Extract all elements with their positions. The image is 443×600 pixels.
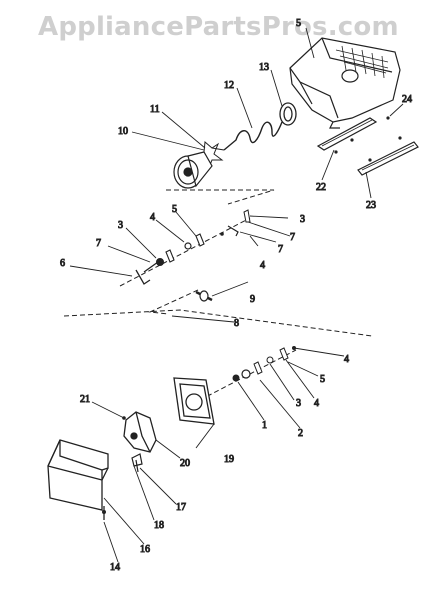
label-17: 17 [176, 502, 186, 513]
bracket-17-18 [131, 453, 143, 473]
label-3-upper-right: 3 [300, 214, 305, 225]
label-14: 14 [110, 562, 120, 573]
label-20: 20 [180, 458, 190, 469]
label-18: 18 [154, 520, 164, 531]
lower-shaft-assembly [199, 346, 297, 401]
leader-lines [69, 27, 404, 563]
label-9: 9 [250, 294, 255, 305]
label-3-upper-left: 3 [118, 220, 123, 231]
label-21: 21 [80, 394, 90, 405]
spring-12 [223, 121, 283, 151]
cover-16 [47, 439, 109, 511]
label-16: 16 [140, 544, 150, 555]
label-4-upper-right: 4 [260, 260, 265, 271]
ring-13 [279, 102, 297, 126]
ice-bin [289, 37, 401, 129]
assembly-leader-lines [63, 189, 373, 337]
label-13: 13 [259, 62, 269, 73]
upper-shaft-assembly [119, 209, 251, 287]
label-4-lower-right: 4 [344, 354, 349, 365]
screws-24 [334, 116, 402, 162]
watermark: AppliancePartsPros.com [38, 12, 399, 42]
label-11: 11 [150, 104, 160, 115]
label-4-upper-left: 4 [150, 212, 155, 223]
label-12: 12 [224, 80, 234, 91]
label-7-upper-left: 7 [96, 238, 101, 249]
label-24: 24 [402, 94, 412, 105]
motor-10 [173, 151, 213, 189]
label-6-upper-right: 7 [278, 244, 283, 255]
label-8: 8 [234, 318, 239, 329]
label-3-lower: 3 [296, 398, 301, 409]
label-10: 10 [118, 126, 128, 137]
coupling-9 [195, 290, 213, 302]
label-4-lower-mid: 4 [314, 398, 319, 409]
label-2: 2 [298, 428, 303, 439]
rail-23 [357, 141, 419, 176]
label-5-bin: 5 [296, 18, 301, 29]
gasket-19 [173, 377, 215, 425]
label-1: 1 [262, 420, 267, 431]
part-labels: 10 11 12 13 5 24 22 23 3 4 5 7 6 3 7 7 4… [60, 18, 413, 574]
label-6-upper-left: 6 [60, 258, 65, 269]
label-22: 22 [316, 182, 326, 193]
label-5-lower: 5 [320, 374, 325, 385]
label-5-upper: 5 [172, 204, 177, 215]
rail-22 [316, 117, 378, 151]
label-23: 23 [366, 200, 376, 211]
label-7-upper-right: 7 [290, 232, 295, 243]
label-19: 19 [224, 454, 234, 465]
screw-14 [102, 506, 106, 520]
ice-bin-grid [335, 45, 389, 79]
housing-20 [122, 411, 157, 453]
